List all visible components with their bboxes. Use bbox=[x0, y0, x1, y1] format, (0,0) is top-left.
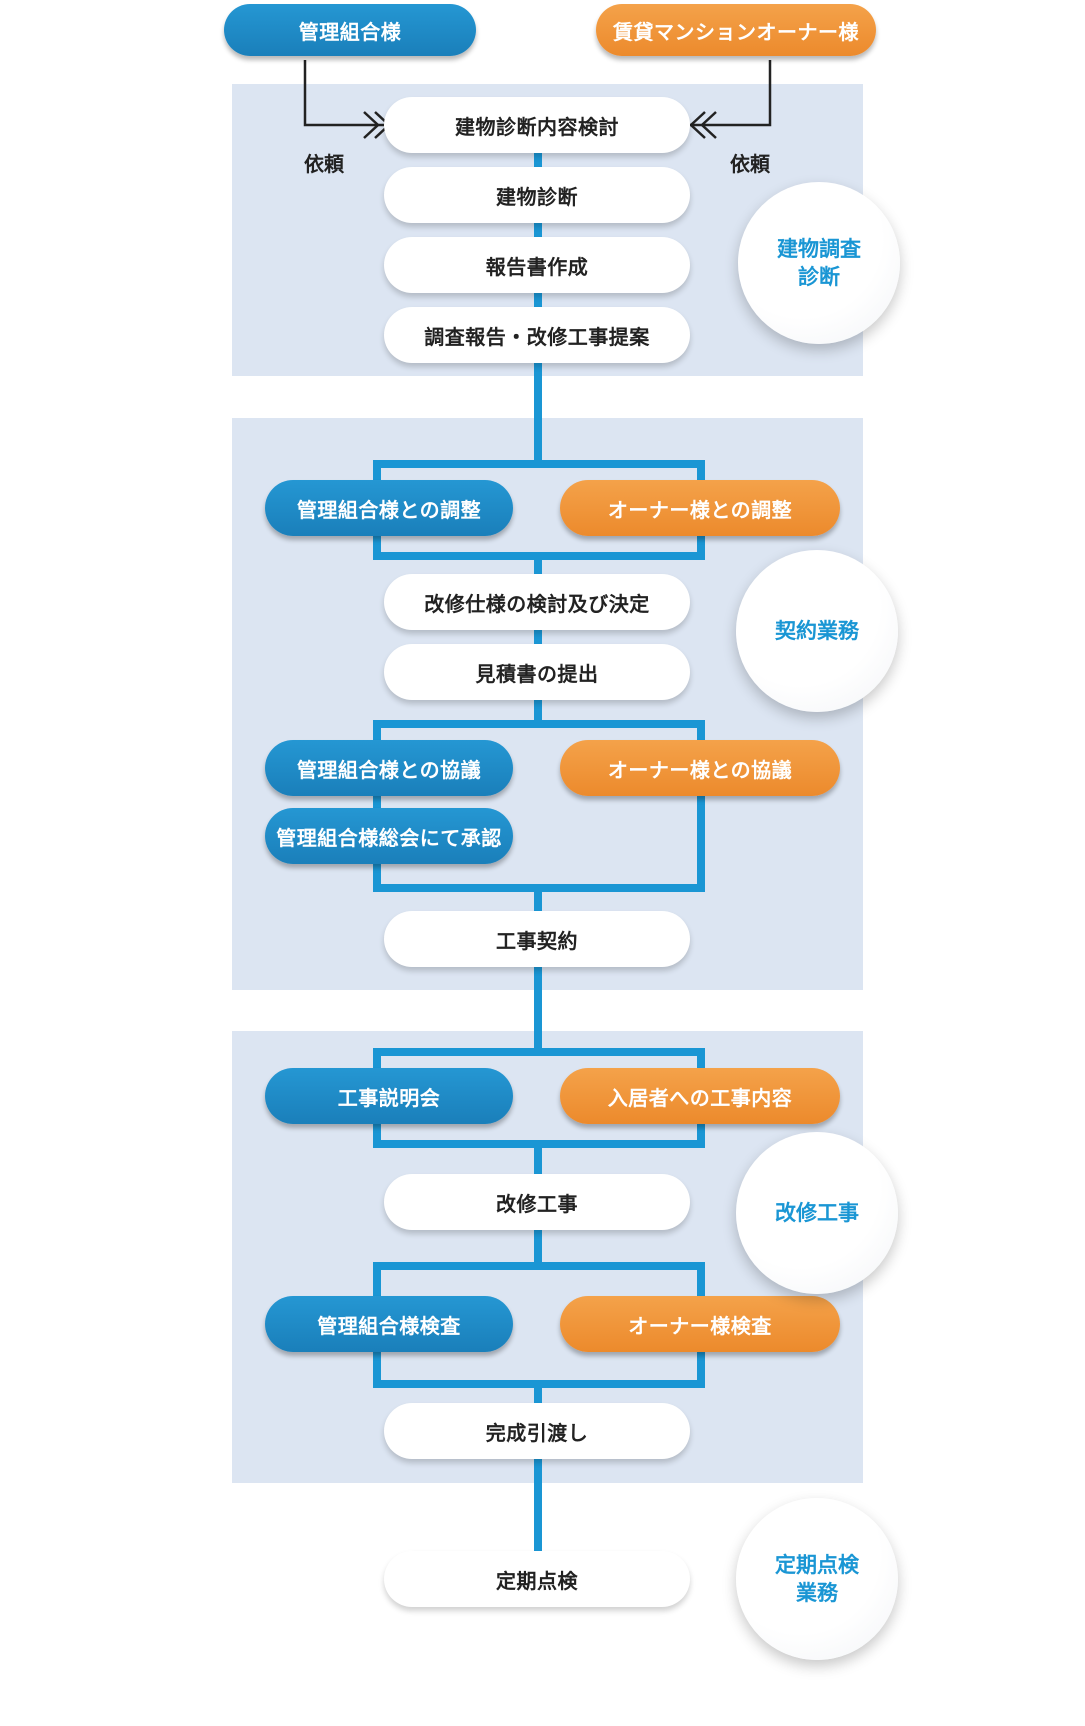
connector-split-2 bbox=[373, 720, 705, 728]
connector-contract-spine-1 bbox=[534, 552, 542, 724]
step-estimate-submission: 見積書の提出 bbox=[384, 644, 690, 700]
step-kanri-general-meeting-approval: 管理組合様総会にて承認 bbox=[265, 808, 513, 864]
step-survey-planning: 建物診断内容検討 bbox=[384, 97, 690, 153]
step-resident-notice: 入居者への工事内容 bbox=[560, 1068, 840, 1124]
owner-client: 賃貸マンションオーナー様 bbox=[596, 4, 876, 56]
connector-split-2-right bbox=[697, 720, 705, 892]
step-completion-handover: 完成引渡し bbox=[384, 1403, 690, 1459]
step-kanri-inspection: 管理組合様検査 bbox=[265, 1296, 513, 1352]
right-arrowhead bbox=[700, 111, 717, 139]
section-badge-contract: 契約業務 bbox=[736, 550, 898, 712]
kanri-kumiai-client: 管理組合様 bbox=[224, 4, 476, 56]
connector-split-2-left bbox=[373, 720, 381, 892]
section-badge-survey: 建物調査 診断 bbox=[738, 182, 900, 344]
step-owner-inspection: オーナー様検査 bbox=[560, 1296, 840, 1352]
connector-split-3 bbox=[373, 1048, 705, 1056]
connector-split-1 bbox=[373, 460, 705, 468]
step-owner-adjustment: オーナー様との調整 bbox=[560, 480, 840, 536]
right-arrowhead-2 bbox=[689, 111, 706, 139]
connector-split-4 bbox=[373, 1262, 705, 1270]
connector-contract-spine-2 bbox=[534, 884, 542, 1050]
step-report-creation: 報告書作成 bbox=[384, 237, 690, 293]
step-construction-briefing: 工事説明会 bbox=[265, 1068, 513, 1124]
request-label-right: 依頼 bbox=[730, 152, 770, 176]
right-request-arrow bbox=[690, 60, 772, 127]
step-owner-discussion: オーナー様との協議 bbox=[560, 740, 840, 796]
step-report-proposal: 調査報告・改修工事提案 bbox=[384, 307, 690, 363]
request-arrows bbox=[303, 60, 772, 139]
left-request-arrow bbox=[303, 60, 390, 127]
section-badge-works: 改修工事 bbox=[736, 1132, 898, 1294]
step-kanri-adjustment: 管理組合様との調整 bbox=[265, 480, 513, 536]
section-badge-maintenance: 定期点検 業務 bbox=[736, 1498, 898, 1660]
step-spec-decision: 改修仕様の検討及び決定 bbox=[384, 574, 690, 630]
request-label-left: 依頼 bbox=[304, 152, 344, 176]
step-renovation-work: 改修工事 bbox=[384, 1174, 690, 1230]
connector-survey-spine bbox=[534, 150, 542, 460]
step-kanri-discussion: 管理組合様との協議 bbox=[265, 740, 513, 796]
left-arrowhead bbox=[363, 111, 380, 139]
step-periodic-inspection: 定期点検 bbox=[384, 1551, 690, 1607]
step-building-diagnosis: 建物診断 bbox=[384, 167, 690, 223]
step-construction-contract: 工事契約 bbox=[384, 911, 690, 967]
connector-final-spine bbox=[534, 1380, 542, 1580]
